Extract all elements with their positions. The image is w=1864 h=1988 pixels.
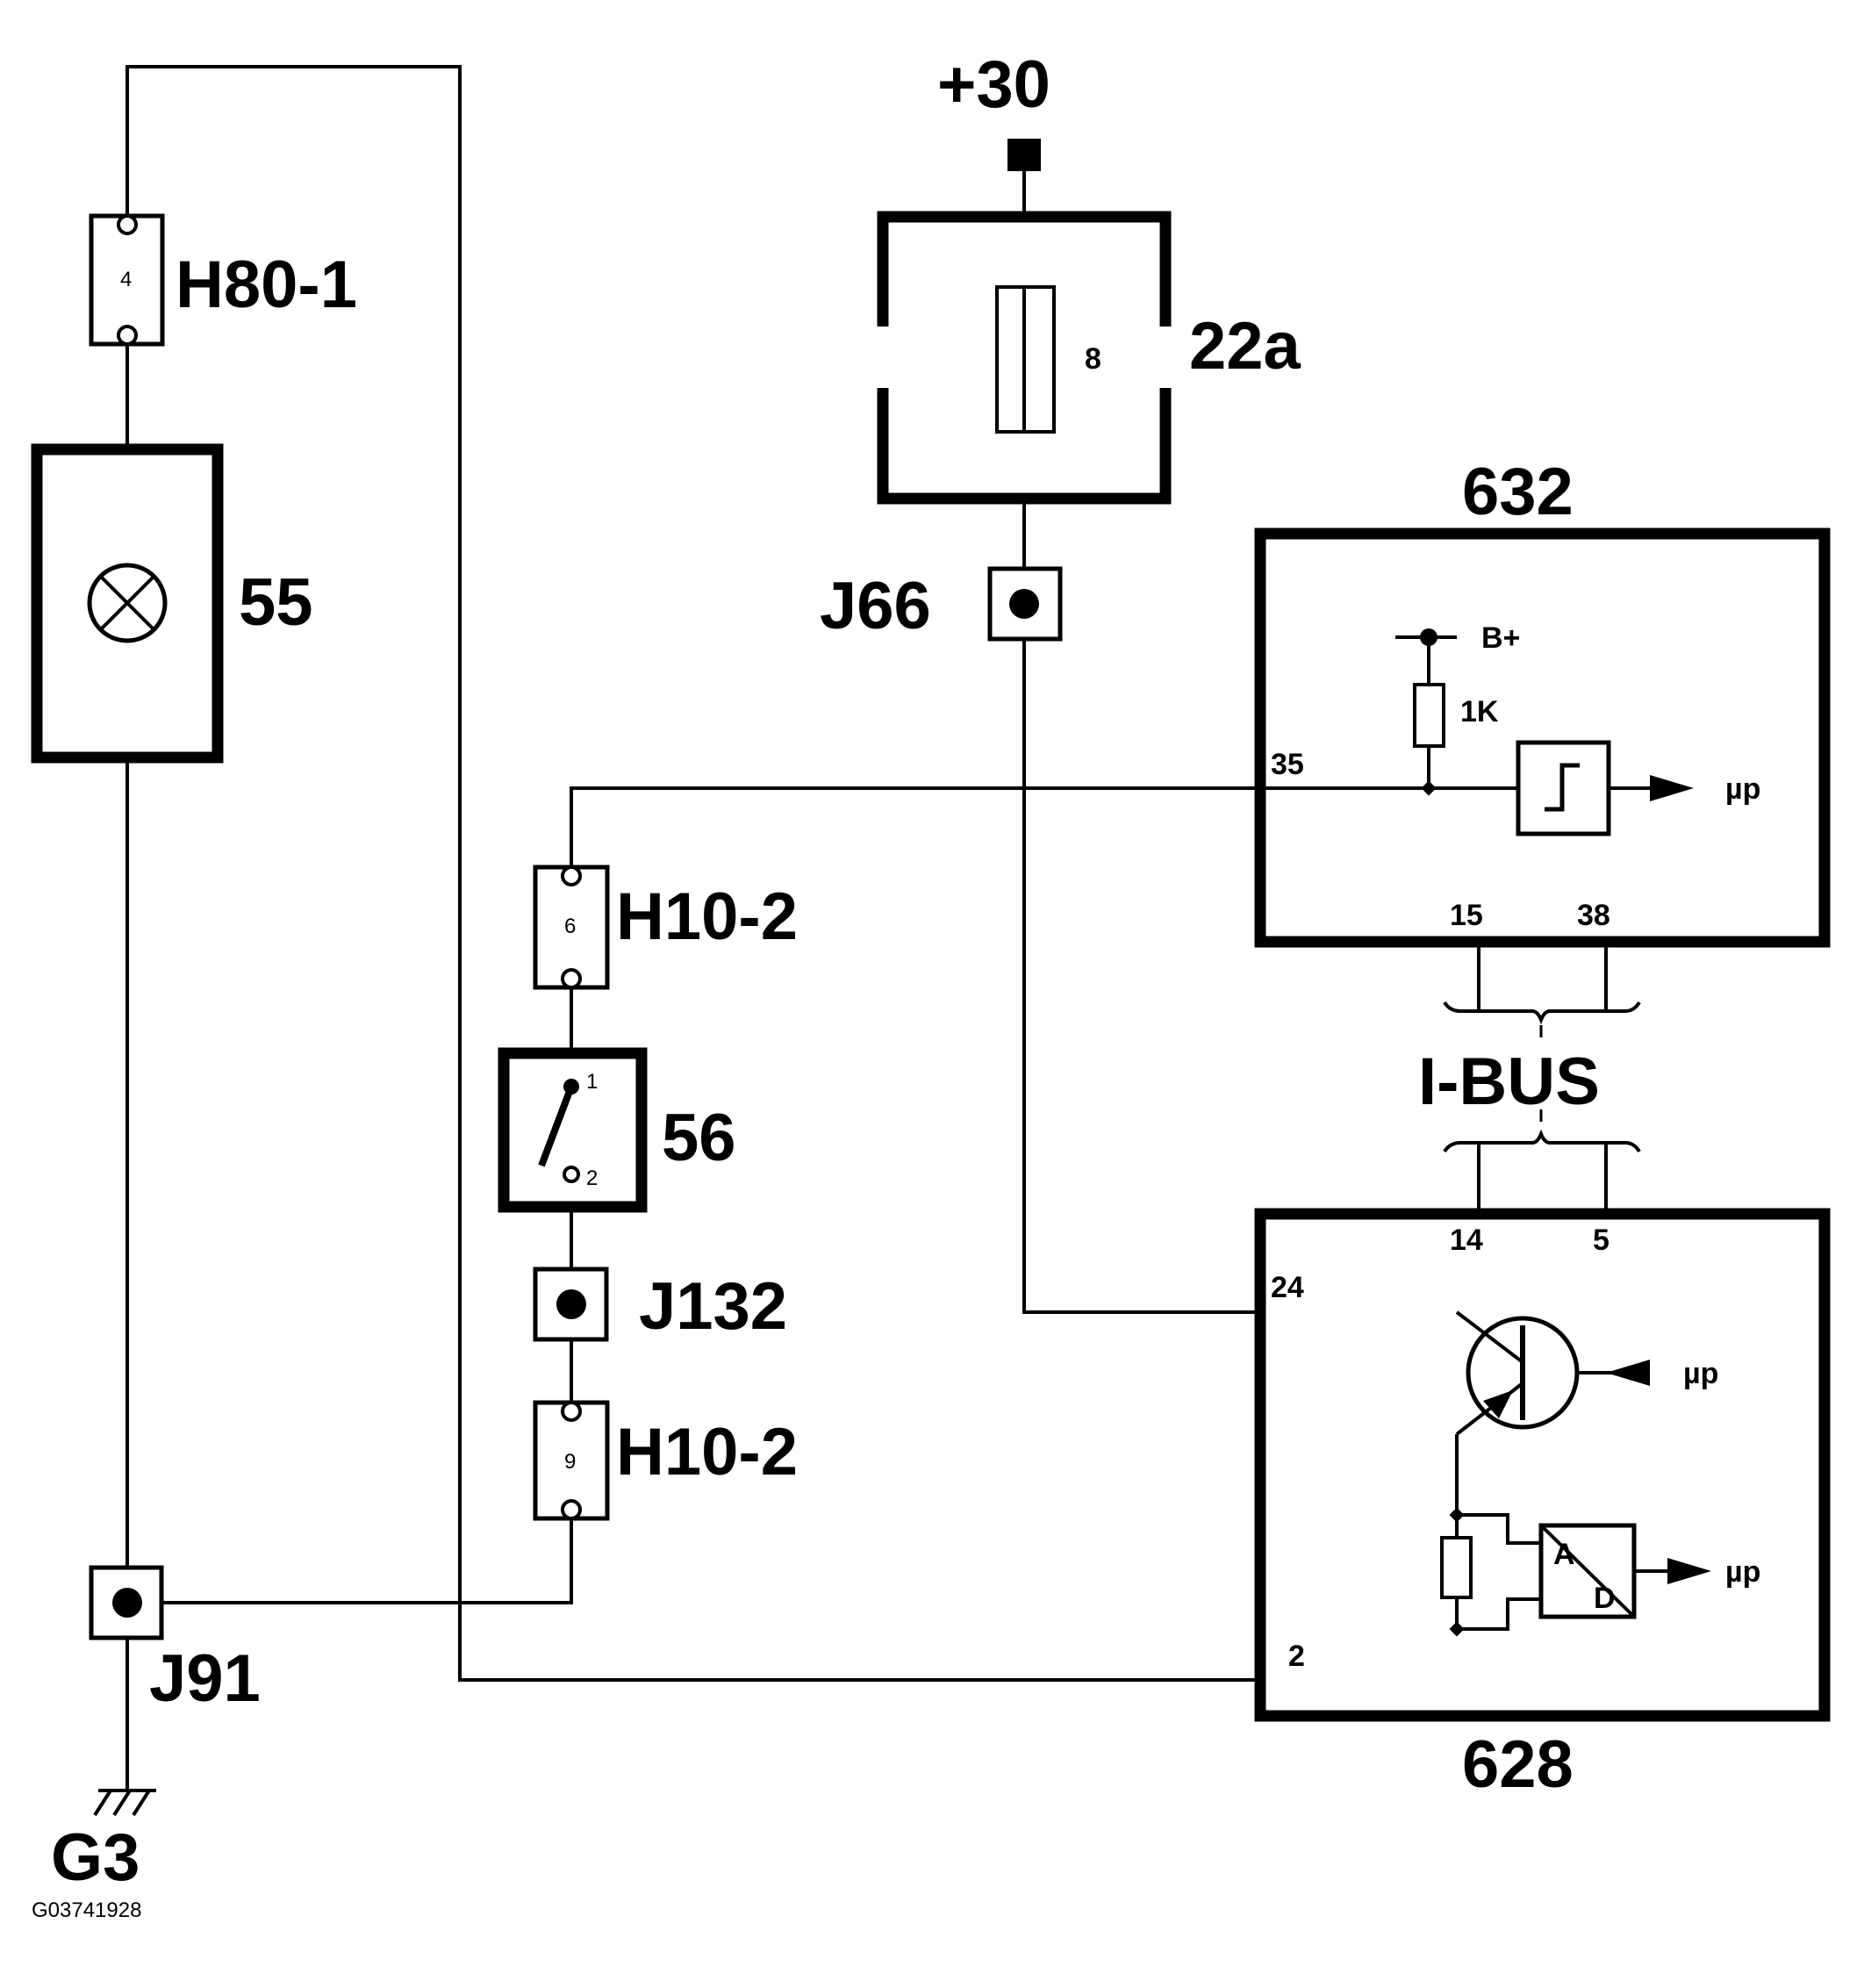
bus-label-bg [1413,1046,1676,1108]
bus-label: I-BUS [1418,1044,1600,1119]
connector-h10-bottom-pin-number: 9 [564,1450,576,1474]
module-628-adc-a: A [1553,1538,1575,1571]
wire-j91-h10 [160,1518,573,1604]
ground-icon [93,1789,156,1817]
bus-brace-bottom-path [1443,1129,1641,1153]
figure-code: G03741928 [32,1898,141,1922]
switch-pin-1: 1 [586,1070,598,1094]
splice-j91-node [112,1588,142,1618]
module-632-label: 632 [1462,455,1574,529]
module-628-transistor-control-arrow [1606,1360,1650,1386]
module-628-adc-output-arrow [1667,1558,1711,1584]
module-632-resistor [1413,683,1445,748]
bus-brace-top-path [1443,1001,1641,1025]
module-632-bplus-label: B+ [1481,621,1520,655]
switch-pin-2: 2 [586,1166,598,1190]
lamp-icon-cross-2 [99,575,155,631]
splice-j132 [533,1267,609,1342]
bus-brace-bottom [1443,1129,1641,1153]
fuse-box-gap-left [874,327,893,388]
module-632-pin-38: 38 [1577,899,1610,932]
splice-j91-label: J91 [149,1641,261,1716]
module-628-transistor-label: µp [1683,1357,1718,1390]
connector-h10-top [533,865,610,990]
module-632-output-arrow [1650,775,1694,801]
connector-h10-bottom-pin-top [561,1401,582,1422]
module-632-output-label: µp [1725,772,1760,806]
connector-h10-top-label: H10-2 [616,879,798,954]
module-628-pin-24: 24 [1271,1271,1304,1304]
bus-brace-top [1443,1001,1641,1025]
switch-contact-2 [563,1166,580,1183]
module-632-pin-35: 35 [1271,748,1304,781]
module-632-pin-15: 15 [1450,899,1483,932]
module-628-sense-resistor [1440,1536,1473,1599]
supply-terminal [1007,139,1041,171]
fuse-box-gap-right [1155,327,1174,388]
module-628-adc-tap-top [1457,1513,1541,1545]
fuse-number: 8 [1085,342,1101,376]
switch-lever [538,1085,575,1167]
module-628-pin-5: 5 [1593,1224,1609,1257]
splice-j66-node [1009,589,1039,619]
ground-hatch-1 [93,1789,112,1817]
wire-j66-628 [1022,639,1257,1314]
splice-j132-node [556,1289,586,1319]
module-628-transistor-arrow [1483,1390,1513,1418]
module-628-transistor-collector [1455,1310,1524,1364]
module-632-box [1254,528,1831,948]
module-632-resistor-label: 1K [1460,695,1499,728]
module-628-box [1254,1208,1831,1722]
module-628-adc-diagonal [1539,1524,1636,1618]
module-628-adc-label: µp [1725,1555,1760,1589]
switch-box [498,1047,648,1213]
module-628-adc-d: D [1594,1582,1616,1615]
connector-h80-label: H80-1 [176,248,357,322]
ground-label: G3 [51,1820,140,1895]
fuse-box [874,211,1174,505]
lamp-label: 55 [239,565,313,640]
module-628-adc-tap-bottom [1457,1597,1541,1631]
connector-h80-pin-number: 4 [120,268,132,291]
connector-h10-top-pin-bottom [561,968,582,989]
splice-j132-label: J132 [639,1269,787,1344]
ground-hatch-3 [132,1789,151,1817]
fuse-label: 22a [1189,309,1301,384]
connector-h80-pin-top [117,214,138,235]
module-628-label: 628 [1462,1727,1574,1802]
connector-h10-top-pin-top [561,865,582,886]
module-628-pin-14: 14 [1450,1224,1483,1257]
connector-h10-bottom-pin-bottom [561,1499,582,1520]
connector-h10-bottom-label: H10-2 [616,1415,798,1489]
ground-hatch-2 [112,1789,132,1817]
splice-j66-label: J66 [820,569,931,643]
module-632-trigger-symbol [1545,763,1580,812]
module-628-pin-2: 2 [1288,1640,1305,1673]
connector-h80-pin-bottom [117,325,138,346]
wire-632-h10 [570,786,1255,867]
switch-label: 56 [662,1101,736,1175]
supply-label: +30 [937,47,1050,122]
connector-h10-top-pin-number: 6 [564,915,576,938]
